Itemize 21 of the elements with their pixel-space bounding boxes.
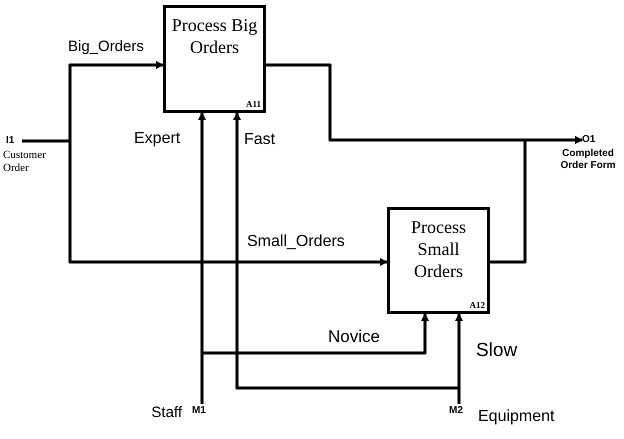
activity-title: Process Big Orders [170,14,258,58]
edge-label: Novice [328,328,380,345]
port-code: M2 [449,404,469,418]
port-code: O1 [582,133,600,147]
port-code: I1 [6,134,22,148]
port-label: Customer Order [3,149,47,175]
port-label: Staff [150,403,182,423]
edge-label: Big_Orders [68,39,144,54]
arrow [490,136,583,264]
activity-box [387,207,490,314]
activity-number: A12 [470,300,485,310]
activity-title: Process Small Orders [410,216,467,282]
arrow [22,140,388,266]
arrow [200,313,429,404]
edge-label: Small_Orders [247,234,345,250]
port-label: Equipment [478,407,556,427]
port-code: M1 [192,404,212,418]
port-label: Completed Order Form [559,148,616,172]
edge-label: Expert [134,131,180,147]
activity-number: A11 [246,99,261,109]
activity-box [163,5,266,113]
